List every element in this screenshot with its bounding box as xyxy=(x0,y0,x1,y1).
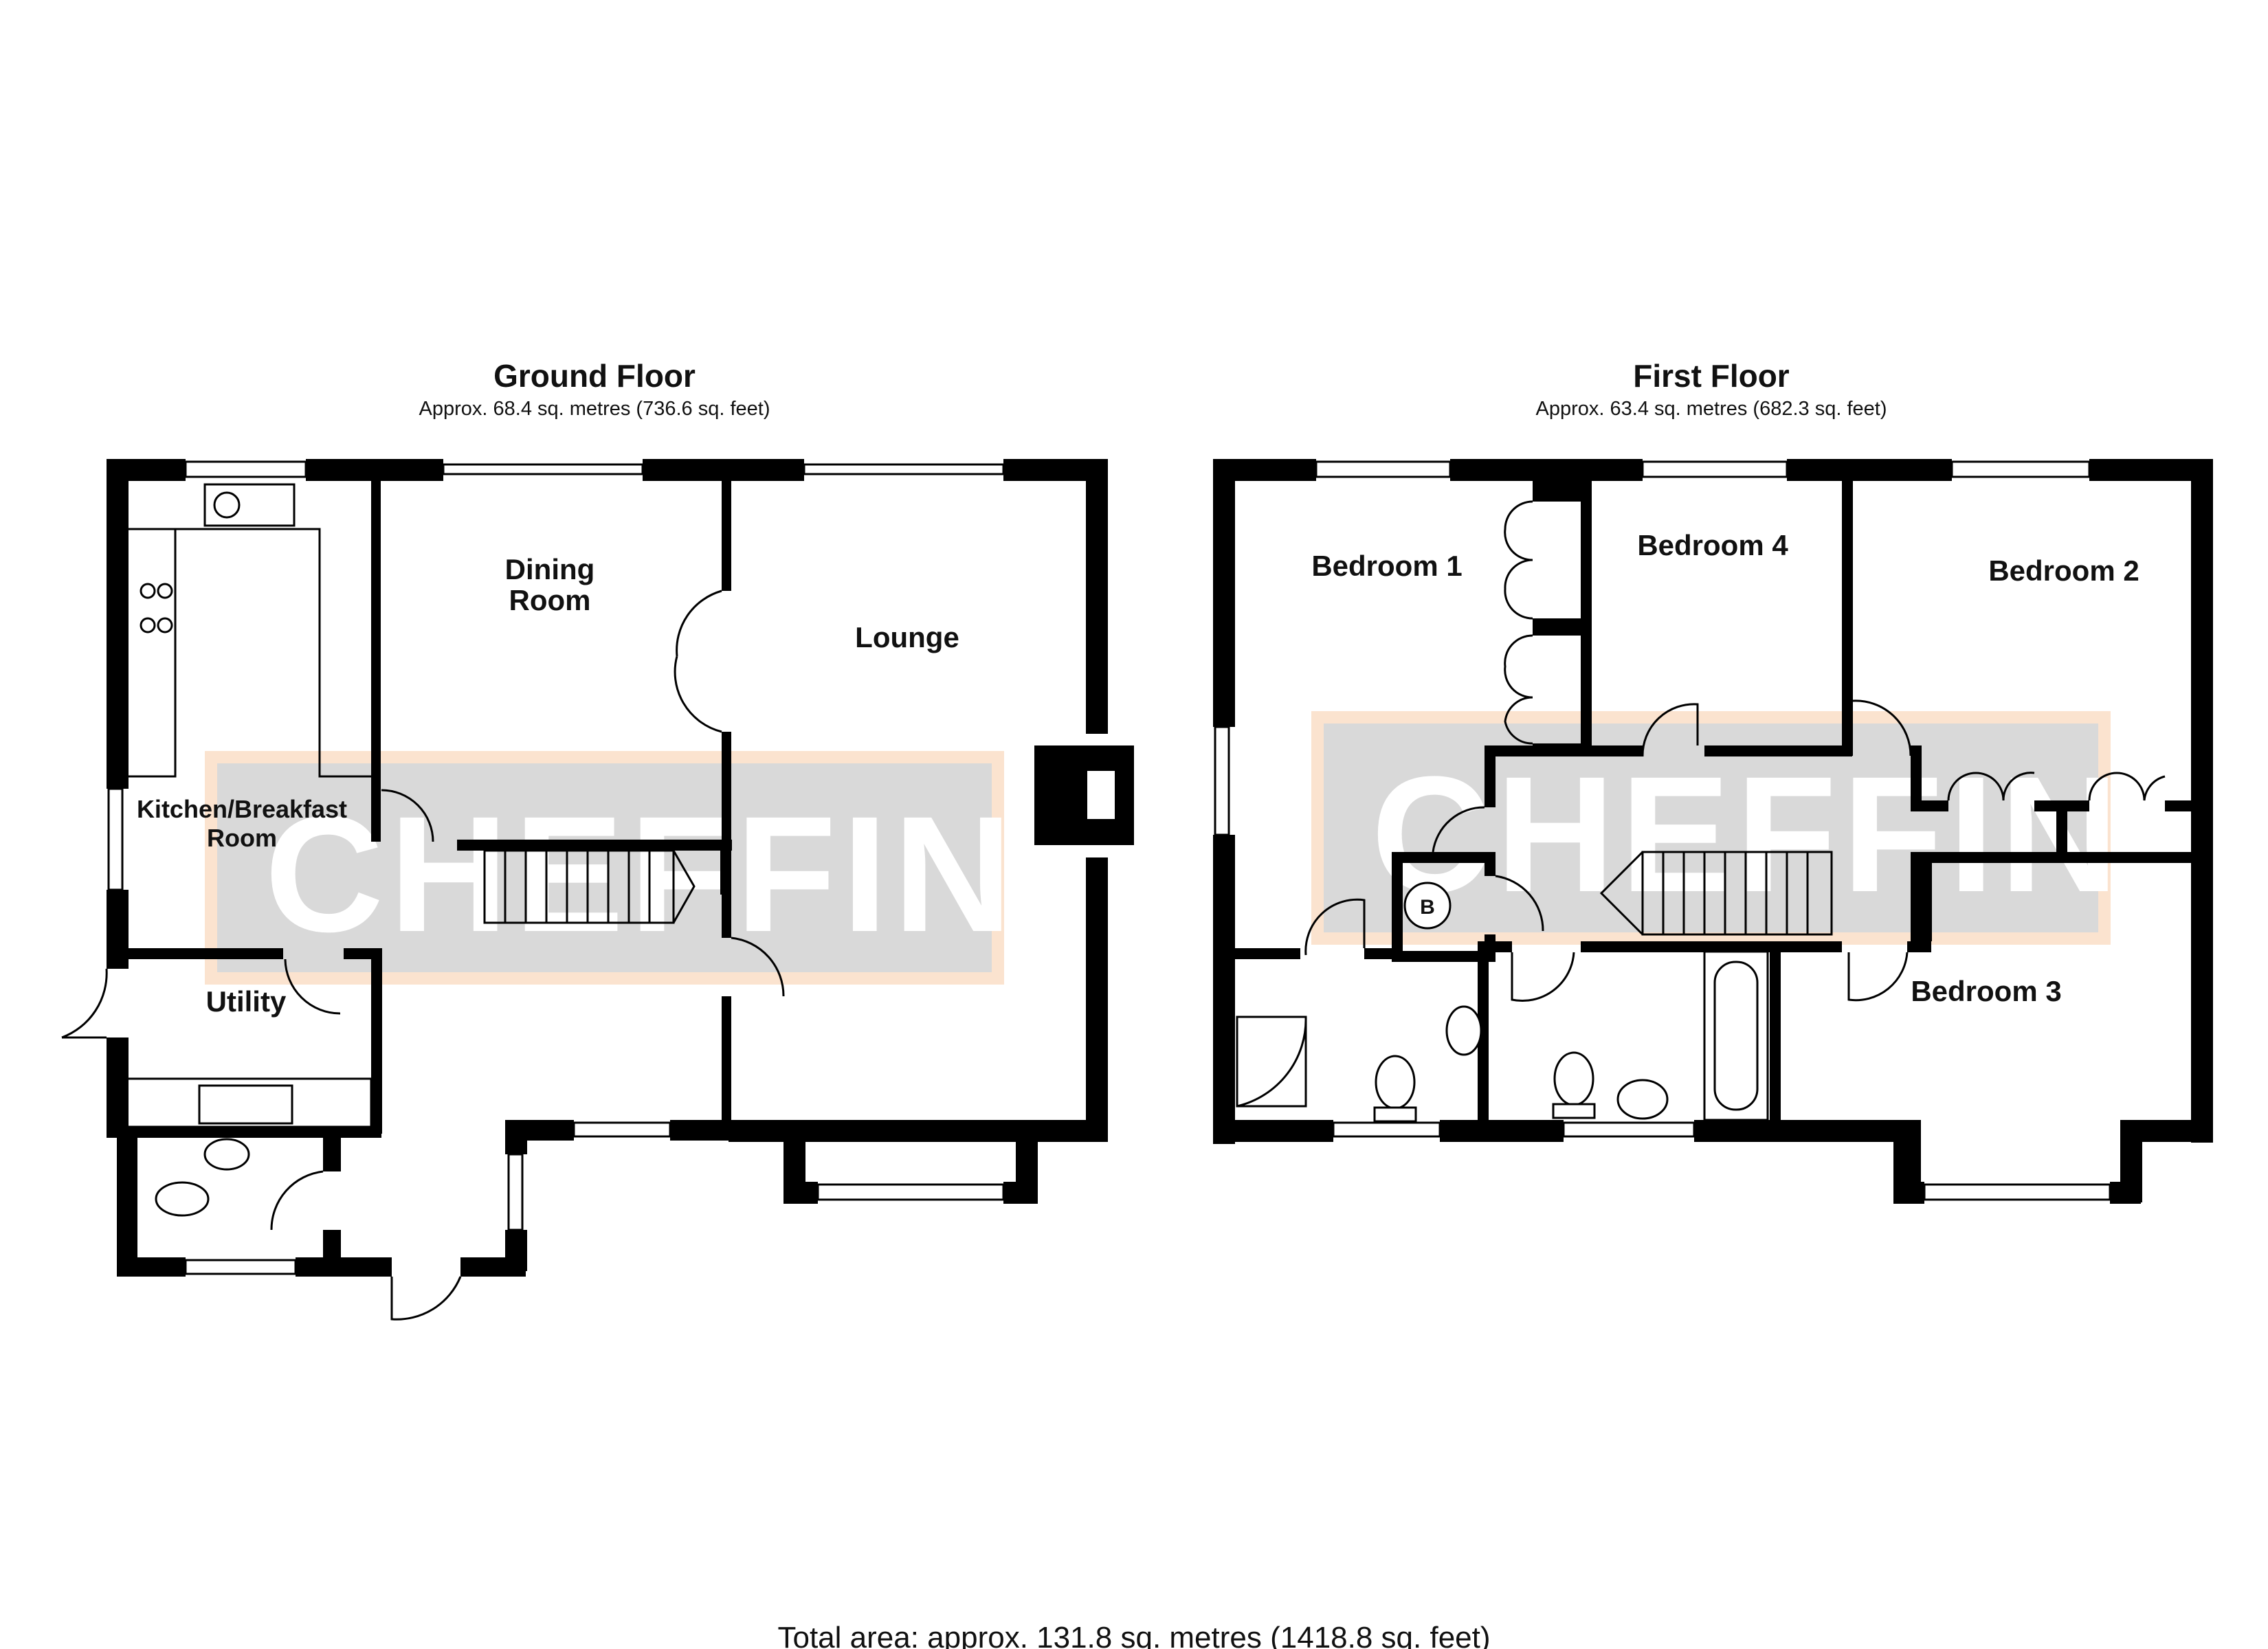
room-label-dining-2: Room xyxy=(509,584,591,616)
first-floor-area: Approx. 63.4 sq. metres (682.3 sq. feet) xyxy=(1536,398,1887,420)
first-floor-plan: B xyxy=(1213,459,2213,1204)
watermark-ground: CHEFFINS xyxy=(205,751,1133,985)
total-area: Total area: approx. 131.8 sq. metres (14… xyxy=(777,1621,1490,1649)
boiler-label: B xyxy=(1420,896,1435,919)
room-label-utility: Utility xyxy=(206,985,287,1018)
room-label-bedroom-4: Bedroom 4 xyxy=(1637,529,1788,561)
ground-floor-title: Ground Floor xyxy=(493,358,696,394)
watermark-text: CHEFFINS xyxy=(265,782,1133,966)
watermark-text: CHEFFINS xyxy=(1371,742,2240,926)
room-label-bedroom-1: Bedroom 1 xyxy=(1311,550,1462,582)
room-label-kitchen-2: Room xyxy=(207,824,277,852)
first-floor-title: First Floor xyxy=(1633,358,1790,394)
room-label-dining-1: Dining xyxy=(505,553,595,585)
room-label-lounge: Lounge xyxy=(855,621,959,653)
room-label-bedroom-2: Bedroom 2 xyxy=(1988,554,2139,587)
ground-floor-plan xyxy=(61,459,1134,1321)
room-label-kitchen-1: Kitchen/Breakfast xyxy=(137,795,347,823)
room-label-bedroom-3: Bedroom 3 xyxy=(1911,975,2061,1007)
ground-floor-area: Approx. 68.4 sq. metres (736.6 sq. feet) xyxy=(419,398,770,420)
